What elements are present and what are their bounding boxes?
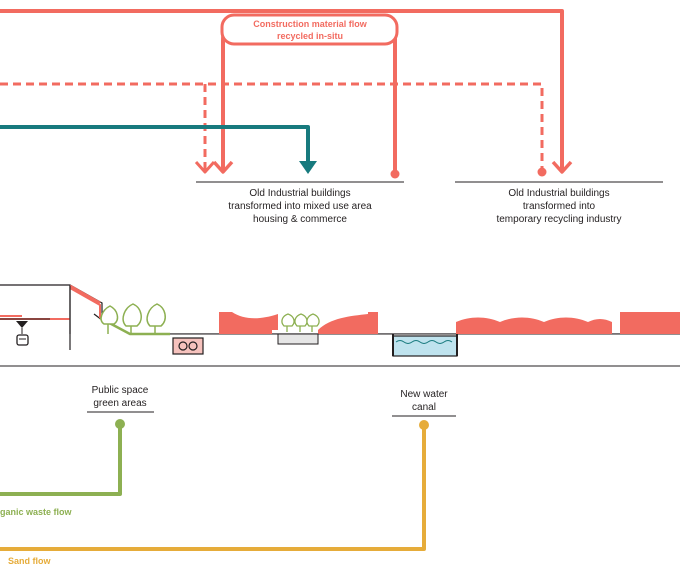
construction-flow-label-line-1: Construction material flow [253, 19, 368, 29]
tree-icon [281, 313, 295, 332]
ground-section [0, 284, 680, 367]
tree-icon [122, 303, 142, 334]
construction-flow-outer-line [0, 9, 564, 172]
mixed-use-buildings-left [219, 312, 278, 334]
public-space-label-line-2: green areas [93, 398, 146, 409]
organic-waste-flow-line [0, 425, 122, 496]
construction-flow-label-box [220, 13, 399, 46]
construction-flow-label-line-2: recycled in-situ [277, 31, 343, 41]
ground-surface [0, 334, 680, 366]
elevated-structure [0, 287, 101, 320]
recycling-industry-buildings [456, 317, 612, 334]
tree-icon [146, 303, 166, 334]
construction-flow-arrowhead-1 [212, 160, 234, 174]
tram-icon [16, 334, 29, 346]
sand-flow-dot [419, 420, 429, 430]
public-space-label-line-1: Public space [92, 385, 149, 396]
recycling-industry-block [620, 312, 680, 334]
tree-icon [306, 313, 320, 332]
sand-flow-line [0, 427, 426, 551]
tree-icon [100, 305, 119, 334]
construction-flow-dot [390, 169, 400, 179]
recycling-label-line-2: transformed into [523, 201, 596, 212]
construction-flow-arrowhead-2 [551, 160, 573, 174]
trees-group-2 [281, 313, 320, 332]
trees-group-1 [100, 303, 166, 334]
water-canal-label-line-2: canal [412, 402, 436, 413]
water-canal-label-line-1: New water [400, 389, 448, 400]
water-flow-line [0, 125, 310, 164]
organic-waste-flow-dot [115, 419, 125, 429]
water-canal-section [392, 335, 458, 357]
canal-wave [395, 340, 453, 344]
dashed-flow-line [0, 82, 544, 170]
mixed-use-label-line-3: housing & commerce [253, 214, 347, 225]
sand-flow-label: Sand flow [8, 556, 51, 566]
pipe-circle [178, 341, 188, 351]
tree-icon [294, 313, 308, 332]
dashed-flow-arrowhead [194, 160, 216, 174]
recycling-label-line-3: temporary recycling industry [496, 214, 621, 225]
central-plaza-base [277, 333, 319, 345]
underground-pipe-box [172, 337, 204, 355]
water-level-marker [16, 321, 28, 328]
organic-waste-flow-label: ganic waste flow [0, 507, 73, 517]
structure-slope [69, 284, 101, 305]
mixed-use-label-line-1: Old Industrial buildings [249, 188, 350, 199]
mixed-use-buildings-right [318, 312, 378, 334]
water-flow-arrowhead [299, 161, 317, 174]
dashed-flow-dot [537, 167, 547, 177]
recycling-label-line-1: Old Industrial buildings [508, 188, 609, 199]
pipe-circle [188, 341, 198, 351]
mixed-use-label-line-2: transformed into mixed use area [228, 201, 372, 212]
